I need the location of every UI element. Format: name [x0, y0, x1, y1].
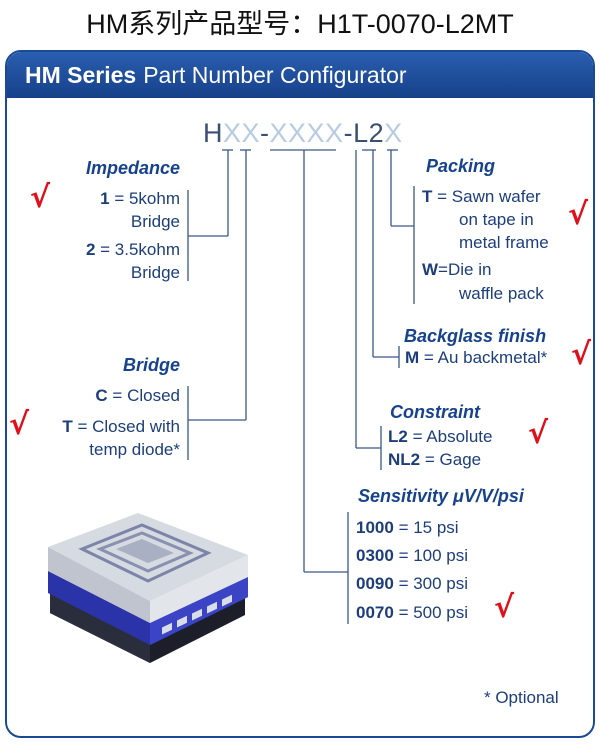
check-icon: √	[494, 590, 515, 625]
pn-dash: -	[343, 118, 354, 148]
packing-heading: Packing	[426, 156, 496, 176]
check-icon: √	[30, 180, 51, 215]
pn-constraint: L2	[353, 118, 385, 148]
sensitivity-option: 0090 = 300 psi	[356, 574, 469, 593]
packing-option-t: T = Sawn wafer	[422, 187, 541, 206]
impedance-option-1-line2: Bridge	[130, 212, 180, 231]
pn-packing-slot: X	[384, 118, 403, 148]
packing-option-w-line2: waffle pack	[459, 284, 544, 303]
pn-sensitivity-slot: XXXX	[269, 118, 344, 148]
check-icon: √	[528, 416, 549, 451]
bridge-heading: Bridge	[122, 355, 180, 375]
constraint-option-nl2: NL2 = Gage	[388, 450, 482, 469]
impedance-option-2-line2: Bridge	[130, 263, 180, 282]
panel-header: HM Series Part Number Configurator	[7, 52, 593, 98]
header-subtitle: Part Number Configurator	[143, 61, 407, 88]
sensitivity-option: 0070 = 500 psi	[356, 603, 469, 622]
sensitivity-option: 1000 = 15 psi	[356, 518, 459, 537]
sensitivity-option: 0300 = 100 psi	[356, 546, 469, 565]
packing-option-w: W=Die in	[422, 260, 492, 279]
bridge-option-t: T = Closed with	[62, 417, 180, 436]
sensor-die-image	[48, 513, 248, 663]
optional-note: * Optional	[484, 688, 559, 707]
check-icon: √	[568, 197, 589, 232]
pn-dash: -	[260, 118, 270, 148]
impedance-option-1: 1 = 5kohm	[100, 189, 180, 208]
bridge-option-t-line2: temp diode*	[89, 440, 180, 459]
pn-impedance-bridge-slot: XX	[223, 118, 261, 148]
impedance-heading: Impedance	[85, 158, 180, 178]
pn-prefix: H	[203, 118, 223, 148]
backglass-heading: Backglass finish	[404, 326, 547, 346]
check-icon: √	[571, 337, 592, 372]
backglass-option-m: M = Au backmetal*	[405, 348, 548, 367]
page-title: HM系列产品型号：H1T-0070-L2MT	[86, 9, 514, 39]
packing-option-t-line2: on tape in	[459, 210, 534, 229]
bridge-option-c: C = Closed	[95, 386, 180, 405]
constraint-option-l2: L2 = Absolute	[388, 427, 493, 446]
part-number: HXX-XXXX-L2X	[203, 118, 403, 149]
packing-option-t-line3: metal frame	[459, 233, 549, 252]
sensitivity-heading: Sensitivity μV/V/psi	[358, 486, 524, 506]
impedance-option-2: 2 = 3.5kohm	[85, 240, 180, 259]
header-series: HM Series	[25, 61, 137, 88]
constraint-heading: Constraint	[390, 402, 480, 422]
check-icon: √	[9, 407, 30, 442]
